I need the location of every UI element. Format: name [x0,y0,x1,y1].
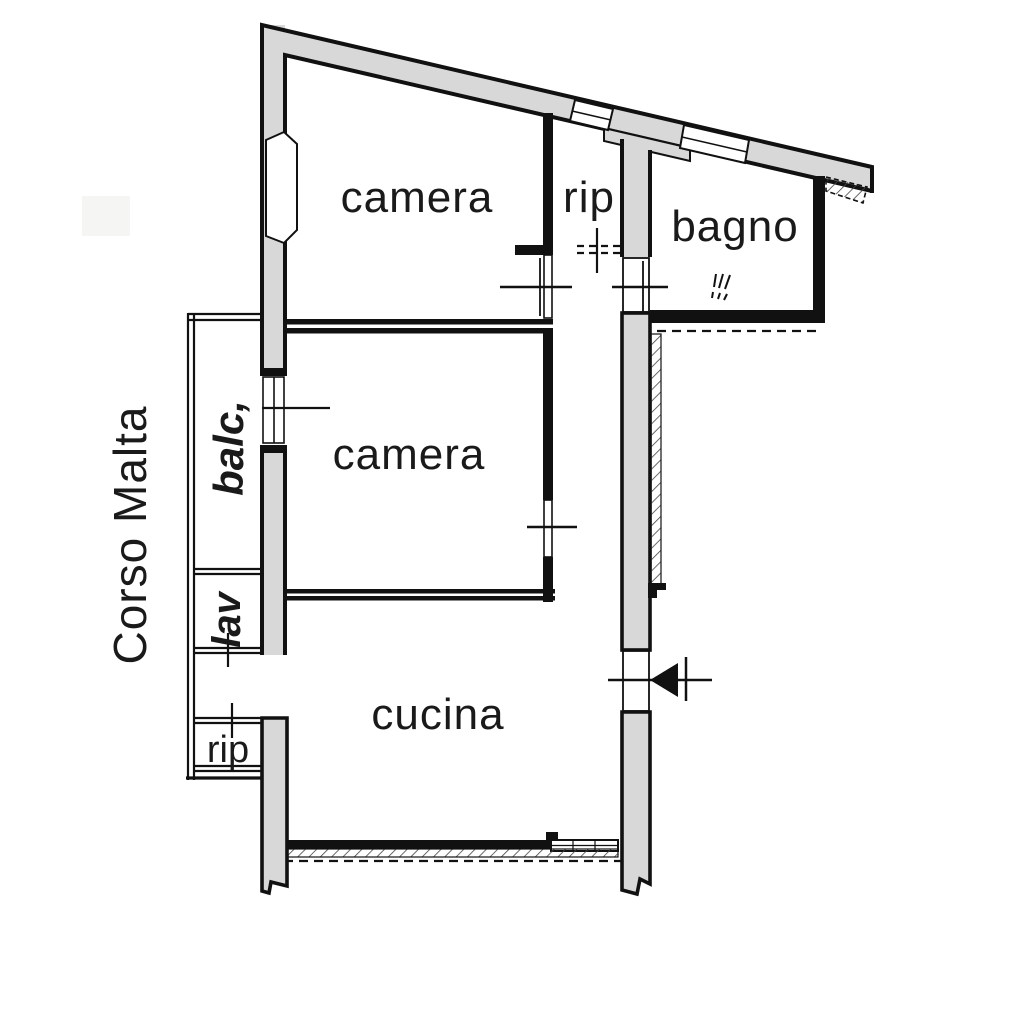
camera1-window [265,130,298,245]
door-lintel [515,245,553,255]
stem-fill [622,141,650,257]
camera2-bottom-wall [283,589,555,601]
door-jamb-bottom [260,445,287,453]
hatch-end-tick [648,583,666,598]
room-label-balcone: balc, [205,400,252,496]
camera1-right-wall [500,113,572,319]
slope-window-rip [568,98,615,132]
street-label: Corso Malta [104,406,156,665]
door-jamb-top [260,368,287,376]
rip-top-door [577,228,620,273]
corridor-wall-bottom [620,710,652,897]
camera-divider-wall [283,319,553,334]
slope-window-bagno [678,123,751,165]
room-label-rip-bottom: rip [207,729,249,771]
room-label-bagno: bagno [671,202,798,251]
room-label-rip-top: rip [563,173,615,222]
corridor-wall-top [603,126,691,257]
entrance-arrow-icon [650,663,678,697]
roof-overhang-hatch [825,175,868,205]
bagno-bottom-wall [650,310,825,323]
room-label-camera-1: camera [341,173,494,222]
camera2-door-opening [543,499,553,558]
balcony-structure [186,312,263,780]
wall-step-tick [546,832,558,841]
room-label-cucina: cucina [371,690,504,739]
camera2-right-wall [527,333,577,602]
corridor-wall-middle [620,311,652,652]
bagno-fixture-marks [711,273,731,301]
room-label-lav: lav [205,589,249,647]
artifact-smudge [82,196,130,236]
window-niche [265,130,298,245]
bagno-right-wall [813,176,825,318]
room-label-camera-2: camera [333,430,486,479]
cucina-left-wall [260,716,289,896]
bagno-walls [650,176,825,333]
bagno-door [612,257,668,313]
outer-wall-outline [260,22,874,655]
camera2-balcony-door [260,368,330,453]
property-hatch-strip [283,848,619,858]
neighbour-hatch-strip [650,333,662,585]
left-wall-fill [262,25,285,655]
entrance-door [608,650,712,712]
